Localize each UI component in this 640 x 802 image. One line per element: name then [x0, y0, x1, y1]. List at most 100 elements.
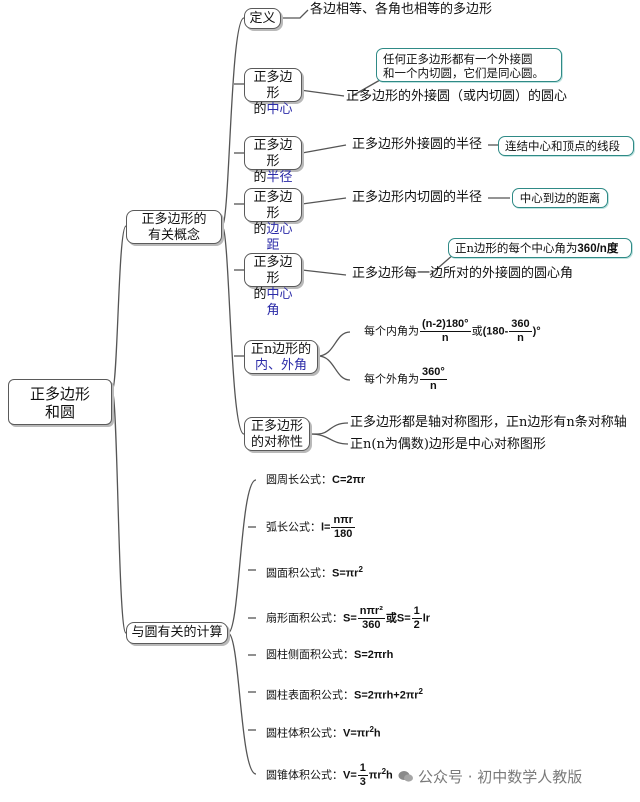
- formula-cone-volume-label: 圆锥体积公式：: [266, 768, 343, 782]
- angles-box: 正n边形的 内、外角: [244, 340, 318, 374]
- interior-angle-num: (n-2)180°: [420, 318, 471, 332]
- apothem-box: 正多边形 的边心距: [244, 188, 302, 253]
- symmetry-text-2: 正n(n为偶数)边形是中心对称图形: [350, 437, 546, 452]
- formula-arc-den: 180: [334, 528, 353, 540]
- formula-cone-volume-pre: V=: [343, 769, 357, 782]
- formula-area-expr: S=πr: [332, 567, 359, 580]
- radius-box: 正多边形 的半径: [244, 136, 302, 185]
- radius-text: 正多边形外接圆的半径: [352, 137, 483, 152]
- apothem-line2b: 边心距: [266, 222, 293, 253]
- radius-line2a: 的: [253, 170, 267, 185]
- formula-sector-num2: 1: [411, 605, 422, 619]
- branch-calc: 与圆有关的计算: [126, 622, 228, 644]
- central-angle-note-pre: 正n边形的每个中心角为: [455, 241, 578, 255]
- radius-note: 连结中心和顶点的线段: [498, 136, 634, 156]
- center-line2a: 的: [253, 102, 267, 117]
- radius-line2b: 半径: [266, 170, 293, 185]
- angles-line1: 正n边形的: [250, 342, 312, 357]
- center-text: 正多边形的外接圆（或内切圆）的圆心: [346, 89, 568, 104]
- formula-sector-num: nπr²: [357, 605, 385, 619]
- interior-angle-or: 或: [471, 324, 483, 338]
- interior-angle-alt-den: n: [517, 332, 524, 344]
- center-line2b: 中心: [266, 102, 293, 117]
- root-node: 正多边形 和圆: [8, 379, 112, 425]
- central-angle-line2: 的中心角: [249, 287, 297, 319]
- formula-cyl-volume-sup: 2: [369, 725, 374, 734]
- root-line2: 和圆: [44, 403, 75, 421]
- apothem-line2: 的边心距: [249, 222, 297, 254]
- branch-concepts-line1: 正多边形的: [141, 212, 207, 227]
- formula-cone-volume-sup: 2: [381, 766, 387, 776]
- apothem-note-text: 中心到边的距离: [519, 191, 601, 205]
- definition-label: 定义: [249, 11, 276, 26]
- center-line2: 的中心: [249, 102, 297, 118]
- formula-cone-volume-den: 3: [359, 776, 366, 788]
- exterior-angle-fraction: 360°n: [420, 366, 447, 393]
- formula-arc-label: 弧长公式：: [266, 520, 321, 534]
- center-note: 任何正多边形都有一个外接圆 和一个内切圆，它们是同心圆。: [376, 48, 562, 82]
- central-angle-text: 正多边形每一边所对的外接圆的圆心角: [352, 266, 574, 281]
- symmetry-line2: 的对称性: [250, 435, 303, 450]
- branch-concepts: 正多边形的 有关概念: [126, 210, 222, 244]
- formula-circumference-expr: C=2πr: [332, 474, 366, 486]
- central-angle-box: 正多边形 的中心角: [244, 253, 302, 318]
- radius-note-text: 连结中心和顶点的线段: [505, 139, 620, 153]
- formula-sector-den2: 2: [413, 619, 420, 631]
- formula-circumference-label: 圆周长公式：: [266, 473, 332, 486]
- definition-box: 定义: [244, 8, 281, 29]
- interior-angle-label: 每个内角为: [364, 324, 419, 338]
- interior-angle-alt-post: )°: [532, 325, 541, 338]
- formula-sector-or: 或S=: [385, 612, 411, 625]
- center-line1: 正多边形: [253, 70, 293, 101]
- formula-cyl-lateral-expr: S=2πrh: [354, 649, 394, 661]
- exterior-angle-den: n: [430, 380, 437, 392]
- interior-angle-den: n: [441, 332, 449, 344]
- apothem-text: 正多边形内切圆的半径: [352, 190, 483, 205]
- central-angle-line2b: 中心角: [266, 287, 293, 318]
- watermark-text: 公众号 · 初中数学人教版: [418, 768, 583, 786]
- formula-cone-volume-post: h: [386, 769, 393, 782]
- radius-line1: 正多边形: [253, 138, 293, 169]
- formula-cyl-lateral: 圆柱侧面积公式：S=2πrh: [266, 648, 393, 662]
- formula-cyl-volume-label: 圆柱体积公式：: [266, 726, 343, 740]
- root-line1: 正多边形: [29, 385, 90, 403]
- formula-arc-num: nπr: [331, 514, 355, 528]
- formula-cyl-surface-expr: S=2πrh+2πr: [354, 689, 419, 702]
- formula-area: 圆面积公式：S=πr2: [266, 563, 363, 581]
- central-angle-note-val: 360/n度: [577, 243, 619, 255]
- center-note-line1: 任何正多边形都有一个外接圆: [383, 52, 533, 66]
- branch-calc-label: 与圆有关的计算: [131, 625, 223, 640]
- interior-angle-fraction: (n-2)180°n: [420, 318, 471, 345]
- interior-angle-alt-num: 360: [509, 318, 532, 332]
- formula-sector-den: 360: [362, 619, 381, 631]
- central-angle-line1: 正多边形: [253, 255, 293, 286]
- center-box: 正多边形 的中心: [244, 68, 302, 117]
- central-angle-line2a: 的: [253, 287, 267, 302]
- formula-cyl-surface-label: 圆柱表面积公式：: [266, 688, 354, 702]
- formula-arc-pre: l=: [321, 521, 331, 534]
- formula-sector-post: lr: [422, 612, 431, 625]
- exterior-angle-num: 360°: [420, 366, 447, 380]
- formula-cone-volume-expr: πr: [368, 769, 382, 782]
- formula-circumference: 圆周长公式：C=2πr: [266, 473, 365, 487]
- wechat-icon: [398, 769, 414, 782]
- apothem-note: 中心到边的距离: [512, 188, 608, 208]
- watermark: 公众号 · 初中数学人教版: [398, 766, 582, 787]
- central-angle-note: 正n边形的每个中心角为360/n度: [448, 238, 632, 258]
- formula-cyl-volume: 圆柱体积公式：V=πr2h: [266, 723, 381, 741]
- formula-cyl-surface-sup: 2: [418, 687, 423, 696]
- formula-cone-volume-num: 1: [357, 762, 368, 776]
- symmetry-box: 正多边形 的对称性: [244, 417, 310, 451]
- formula-area-sup: 2: [358, 565, 363, 574]
- formula-cyl-surface: 圆柱表面积公式：S=2πrh+2πr2: [266, 685, 423, 703]
- formula-sector-label: 扇形面积公式：: [266, 611, 343, 625]
